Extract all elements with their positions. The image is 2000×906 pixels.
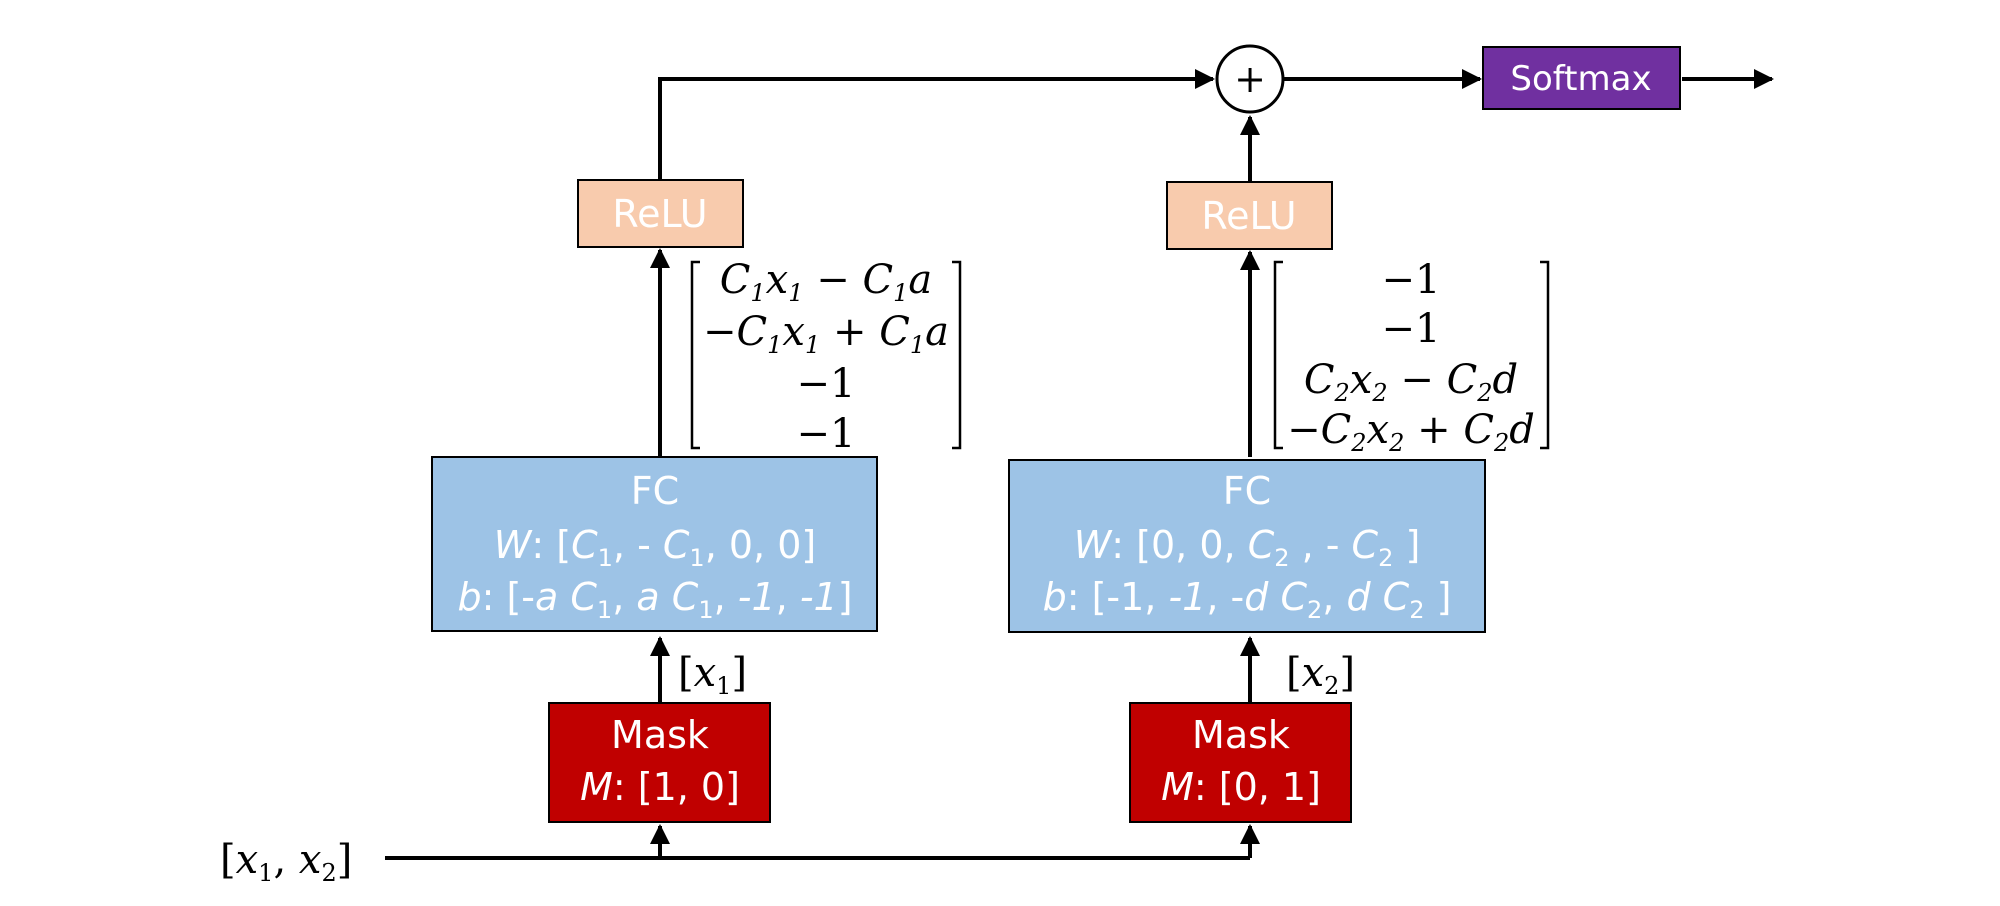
fc-block-1: FC W: [C1, - C1, 0, 0] b: [-a C1, a C1, …	[431, 456, 878, 632]
bracket-left-1	[690, 260, 700, 450]
input-label: [x1, x2]	[220, 837, 352, 887]
sum-circle	[1215, 44, 1285, 114]
vector-1-entry-2: −1	[797, 361, 856, 407]
fc-weights-2: W: [0, 0, C2 , - C2 ]	[1074, 523, 1421, 572]
mask-param-2: M: [0, 1]	[1161, 765, 1321, 809]
vector-1-entry-1: −C1x1 + C1a	[703, 309, 949, 359]
vector-2-entry-2: C2x2 − C2d	[1304, 357, 1518, 407]
relu-box-2	[1166, 181, 1333, 250]
mask-block-1: Mask M: [1, 0]	[548, 702, 771, 823]
fc-block-2: FC W: [0, 0, C2 , - C2 ] b: [-1, -1, -d …	[1008, 459, 1486, 633]
fc-bias-1: b: [-a C1, a C1, -1, -1]	[457, 575, 852, 624]
fc-bias-2: b: [-1, -1, -d C2, d C2 ]	[1043, 575, 1452, 624]
fc-box-1	[431, 456, 878, 632]
connectors	[385, 69, 1774, 860]
mask-param-1: M: [1, 0]	[580, 765, 740, 809]
fc-title-1: FC	[631, 469, 679, 513]
relu-box-1	[577, 179, 744, 248]
fc-box-2	[1008, 459, 1486, 633]
sum-symbol: +	[1234, 57, 1266, 101]
vector-1-entry-3: −1	[797, 411, 856, 457]
mask-box-2	[1129, 702, 1352, 823]
vector-2-entry-1: −1	[1382, 306, 1441, 352]
fc-title-2: FC	[1223, 469, 1271, 513]
bracket-left-2	[1273, 260, 1283, 450]
relu-block-2: ReLU	[1166, 181, 1333, 250]
arrow-relu1-to-sum	[658, 69, 1215, 180]
mask-box-1	[548, 702, 771, 823]
sum-node: +	[1215, 44, 1285, 114]
softmax-block: Softmax	[1482, 46, 1681, 110]
vector-2-entry-3: −C2x2 + C2d	[1287, 407, 1535, 457]
bracket-right-2	[1540, 260, 1550, 450]
vector-2-entry-0: −1	[1382, 257, 1441, 303]
vector-1: C1x1 − C1a −C1x1 + C1a −1 −1	[690, 257, 962, 457]
mask-output-label-2: [x2]	[1286, 650, 1355, 700]
softmax-label: Softmax	[1510, 59, 1651, 99]
bracket-right-1	[952, 260, 962, 450]
relu-block-1: ReLU	[577, 179, 744, 248]
softmax-box	[1482, 46, 1681, 110]
vector-1-entry-0: C1x1 − C1a	[720, 257, 932, 307]
mask-title-1: Mask	[611, 713, 709, 757]
mask-title-2: Mask	[1192, 713, 1290, 757]
relu-label-1: ReLU	[612, 192, 707, 236]
vector-2: −1 −1 C2x2 − C2d −C2x2 + C2d	[1273, 257, 1550, 457]
fc-weights-1: W: [C1, - C1, 0, 0]	[494, 523, 816, 572]
mask-block-2: Mask M: [0, 1]	[1129, 702, 1352, 823]
relu-label-2: ReLU	[1201, 194, 1296, 238]
mask-output-label-1: [x1]	[678, 650, 747, 700]
